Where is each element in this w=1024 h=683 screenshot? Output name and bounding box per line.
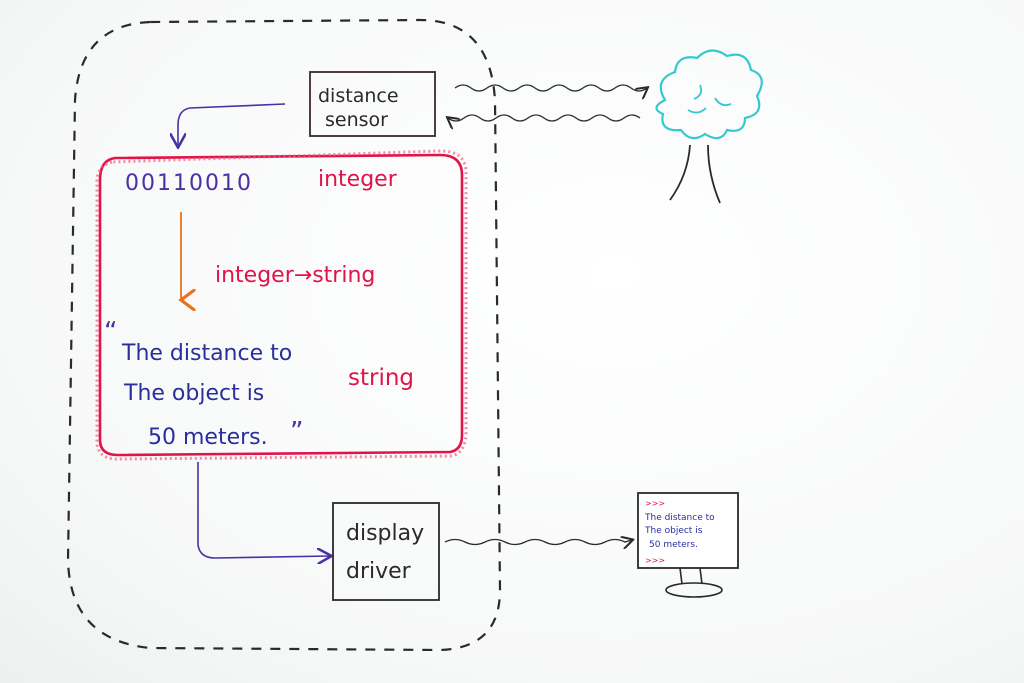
conversion-step-label: integer→string — [215, 263, 375, 288]
driver-to-monitor-wave — [444, 540, 632, 545]
monitor-prompt-bottom: >>> — [645, 556, 665, 565]
monitor-line2: The object is — [644, 526, 703, 536]
quote-open: “ — [104, 317, 117, 347]
string-text-line2: The object is — [123, 381, 264, 406]
string-text-line1: The distance to — [121, 341, 292, 366]
system-boundary — [66, 18, 502, 652]
monitor-line3: 50 meters. — [649, 540, 698, 550]
binary-type-label: integer — [318, 167, 398, 192]
quote-close: ” — [290, 417, 303, 447]
conversion-box: 00110010 integer integer→string “ The di… — [95, 149, 468, 461]
sensor-to-conversion-arrow — [178, 103, 286, 146]
display-driver-box: display driver — [332, 502, 440, 601]
signal-out-wave — [454, 84, 647, 91]
driver-label-line2: driver — [346, 559, 412, 584]
string-text-line3: 50 meters. — [148, 425, 268, 450]
monitor-prompt-top: >>> — [645, 499, 665, 508]
sensor-label-line2: sensor — [325, 109, 388, 131]
conversion-to-driver-arrow — [197, 462, 330, 558]
binary-value: 00110010 — [125, 171, 253, 196]
signal-return-wave — [448, 114, 641, 121]
distance-sensor-box: distance sensor — [309, 71, 436, 137]
monitor-icon: >>> The distance to The object is 50 met… — [637, 492, 739, 598]
string-type-label: string — [348, 365, 414, 391]
tree-icon — [655, 49, 763, 204]
sensor-label-line1: distance — [318, 85, 399, 107]
driver-label-line1: display — [346, 521, 424, 546]
monitor-line1: The distance to — [644, 513, 715, 523]
